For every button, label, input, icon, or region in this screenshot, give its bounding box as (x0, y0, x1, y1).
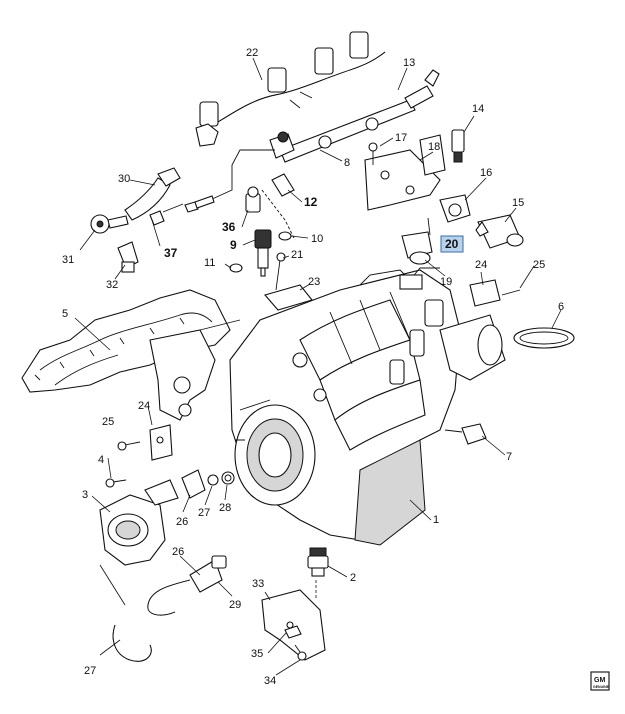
vacuum-fitting (117, 241, 139, 273)
throttle-body-gasket (513, 327, 575, 349)
egr-valve (99, 479, 179, 566)
callout-34: 32 (106, 279, 118, 291)
gm-logo: GM GENUINE (590, 671, 610, 691)
fuel-rail (269, 69, 440, 163)
pcv-valve (90, 214, 129, 234)
callout-24-right: 24 (475, 259, 487, 271)
map-sensor (401, 231, 433, 265)
callout-9: 9 (230, 238, 237, 252)
bracket-35 (261, 589, 326, 661)
callout-12: 12 (304, 195, 318, 209)
callout-6: 6 (558, 301, 564, 313)
callout-17: 17 (395, 132, 407, 144)
leader-lines (74, 57, 562, 676)
mount-2 (307, 547, 329, 577)
callout-13: 13 (403, 57, 415, 69)
callout-11: 11 (204, 257, 215, 269)
callout-19: 19 (440, 276, 452, 288)
callout-26: 26 (172, 546, 184, 558)
callout-20: 20 (445, 237, 459, 251)
callout-24-left: 24 (138, 400, 150, 412)
intake-manifold (229, 267, 461, 546)
callout-29: 27 (198, 507, 210, 519)
sensor-14 (451, 129, 465, 163)
callout-28: 26 (176, 516, 188, 528)
callout-25-left: 25 (102, 416, 114, 428)
callout-labels: 22 13 14 17 18 16 15 8 30 12 36 10 9 37 … (62, 47, 564, 687)
callout-35: 33 (252, 578, 264, 590)
callout-21: 21 (291, 249, 303, 261)
callout-33: 31 (62, 254, 74, 266)
callout-3: 3 (82, 489, 88, 501)
callout-31: 29 (229, 599, 241, 611)
callout-20-highlight (440, 235, 464, 253)
sensor-16 (439, 194, 471, 223)
callout-39: 37 (164, 246, 178, 260)
svg-text:GENUINE: GENUINE (593, 685, 610, 689)
callout-4: 4 (98, 454, 104, 466)
bracket-18 (364, 134, 446, 211)
callout-7: 7 (506, 451, 512, 463)
callout-22: 22 (246, 47, 258, 59)
callout-37: 35 (251, 648, 263, 660)
callout-10: 10 (311, 233, 323, 245)
callout-5: 5 (62, 308, 68, 320)
callout-8: 8 (344, 157, 350, 169)
callout-1: 1 (433, 514, 439, 526)
callout-14: 14 (472, 103, 484, 115)
pcv-hose (124, 167, 181, 221)
callout-23: 23 (308, 276, 320, 288)
callout-15: 15 (512, 197, 524, 209)
manifold-cover (21, 289, 231, 393)
sensor-15 (475, 214, 524, 249)
callout-27: 27 (84, 665, 96, 677)
svg-text:GM: GM (594, 677, 605, 684)
callout-36: 34 (264, 675, 276, 687)
callout-30: 28 (219, 502, 231, 514)
injector-wiring-harness (195, 31, 386, 147)
callout-25-right: 25 (533, 259, 545, 271)
sensor-38 (245, 186, 261, 213)
callout-18: 18 (428, 141, 440, 153)
callout-38: 36 (222, 220, 236, 234)
sensor-31 (189, 555, 227, 593)
callout-32: 30 (118, 173, 130, 185)
callout-16: 16 (480, 167, 492, 179)
callout-2: 2 (350, 572, 356, 584)
fuel-injector (254, 229, 272, 277)
